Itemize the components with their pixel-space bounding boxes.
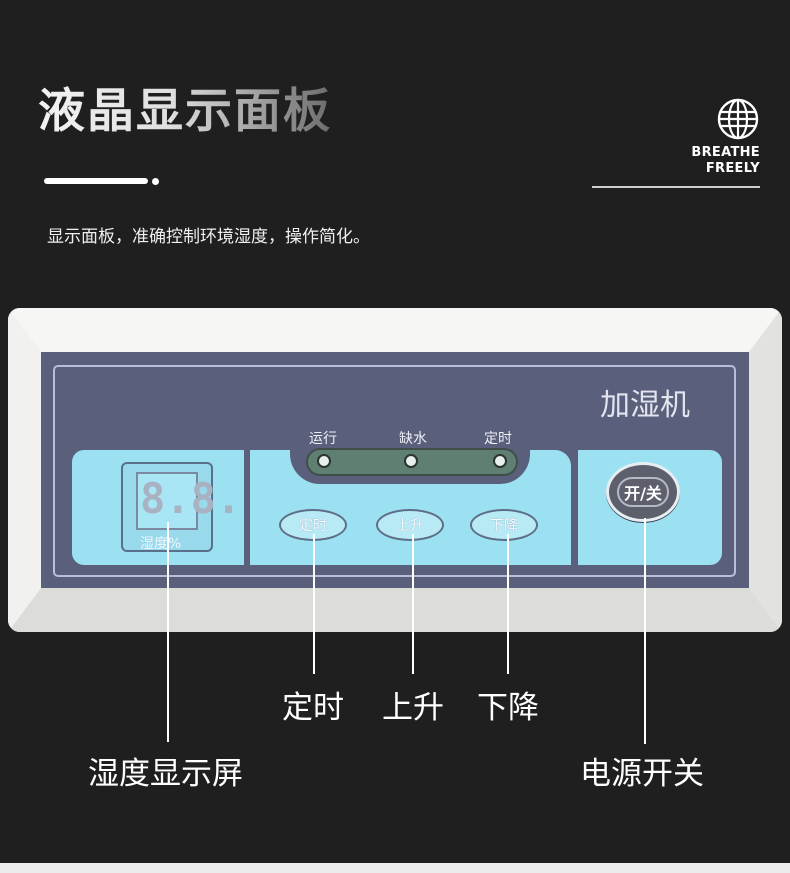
device-name: 加湿机 [600, 388, 690, 423]
callout-line-power [644, 518, 646, 744]
brand-divider [592, 186, 760, 188]
callout-label-timer: 定时 [282, 690, 344, 726]
subtitle: 显示面板，准确控制环境湿度，操作简化。 [47, 227, 370, 247]
power-button[interactable]: 开/关 [606, 462, 680, 522]
page-title: 液晶显示面板 [38, 72, 332, 141]
indicator-label-running: 运行 [309, 431, 337, 447]
title-underline [44, 178, 148, 184]
led-no-water [404, 454, 418, 468]
callout-line-timer [313, 534, 315, 674]
callout-line-up [412, 534, 414, 674]
humidity-unit-label: 湿度% [140, 536, 182, 552]
device-bevel [8, 308, 782, 632]
callout-label-down: 下降 [477, 690, 539, 726]
callout-line-display [167, 522, 169, 742]
indicator-label-no-water: 缺水 [399, 431, 427, 447]
power-button-label: 开/关 [617, 477, 669, 507]
indicator-strip [306, 448, 518, 476]
down-button[interactable]: 下降 [470, 509, 538, 541]
indicator-label-timer: 定时 [484, 431, 512, 447]
callout-label-up: 上升 [382, 690, 444, 726]
up-button[interactable]: 上升 [376, 509, 444, 541]
brand-line-1: BREATHE [691, 145, 760, 160]
brand-slogan: BREATHE FREELY [691, 145, 760, 177]
led-running [317, 454, 331, 468]
title-underline-dot [152, 178, 159, 185]
control-panel-border [53, 365, 736, 577]
callout-label-humidity-display: 湿度显示屏 [88, 756, 243, 792]
brand-line-2: FREELY [705, 161, 760, 176]
globe-icon [717, 98, 759, 140]
led-timer [493, 454, 507, 468]
humidity-digits: 8.8. [140, 474, 242, 523]
callout-label-power-switch: 电源开关 [580, 756, 704, 792]
callout-line-down [507, 534, 509, 674]
